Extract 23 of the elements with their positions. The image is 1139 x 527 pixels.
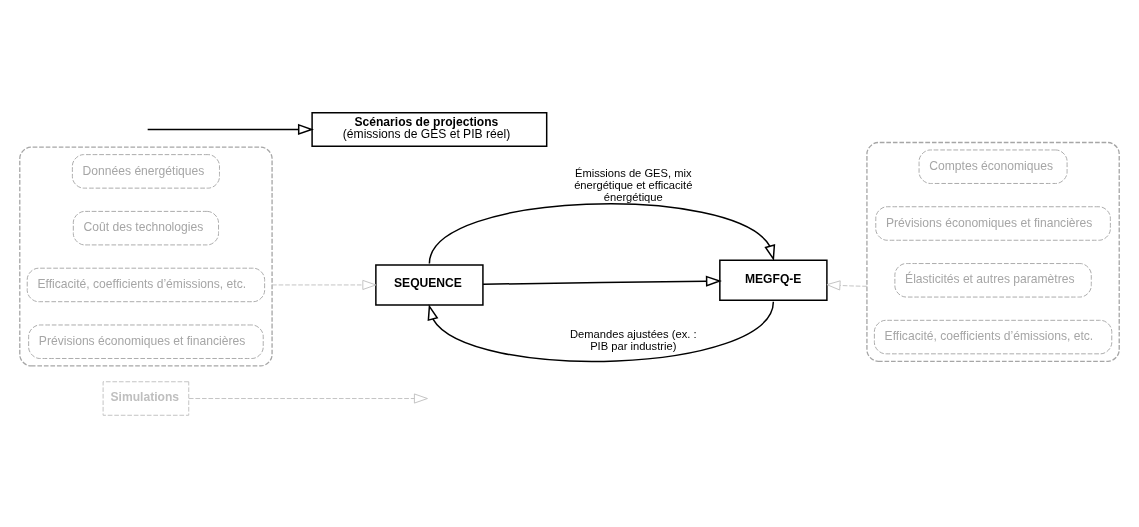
edge-label: Émissions de GES, mix énergétique et efficacité énergétique <box>574 166 693 203</box>
arrow <box>428 202 776 264</box>
node-box: Prévisions économiques et financières <box>28 324 264 359</box>
node-box: Prévisions économiques et financières <box>875 205 1111 241</box>
arrow <box>188 393 428 404</box>
node-box: Coût des technologies <box>72 210 219 245</box>
node-box: Élasticités et autres paramètres <box>894 262 1092 297</box>
node-box: MEGFQ-E <box>719 259 828 301</box>
edge-label: Demandes ajustées (ex. : PIB par industrie) <box>570 327 697 352</box>
arrow <box>482 275 722 287</box>
arrow <box>146 123 314 135</box>
arrow <box>826 279 868 290</box>
node-box: Simulations <box>102 380 190 416</box>
node-box: Données énergétiques <box>71 153 220 189</box>
node-box: Scénarios de projections (émissions de GES et PIB réel) <box>311 111 548 147</box>
node-box: Efficacité, coefficients d’émissions, etc. <box>873 319 1113 354</box>
cluster <box>19 146 273 367</box>
node-box: Comptes économiques <box>918 149 1068 184</box>
arrow <box>427 300 775 362</box>
arrow <box>271 279 377 290</box>
node-box: Efficacité, coefficients d’émissions, etc. <box>26 267 266 302</box>
node-box: SEQUENCE <box>375 263 484 306</box>
cluster <box>866 141 1120 362</box>
